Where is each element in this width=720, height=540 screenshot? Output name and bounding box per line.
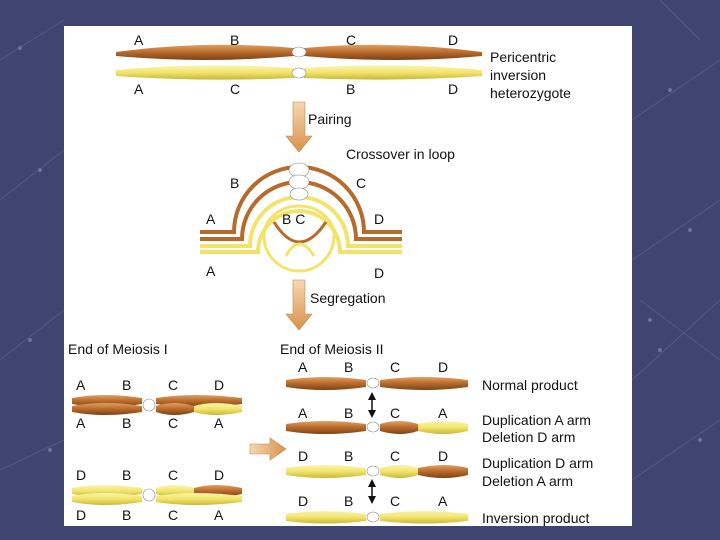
meiosis-ii-locus: C: [390, 448, 400, 464]
product-label: Deletion D arm: [482, 429, 575, 445]
top-yellow-chromosome: [116, 65, 482, 80]
heterozygote-caption: inversion: [490, 67, 546, 83]
meiosis-ii-locus: D: [438, 359, 448, 375]
meiosis-i-locus: A: [76, 377, 86, 393]
meiosis-i-locus: D: [76, 467, 86, 483]
loop-locus: B C: [282, 211, 305, 227]
loop-locus: D: [374, 211, 384, 227]
top-yellow-locus: A: [134, 81, 144, 97]
meiosis-ii-locus: C: [390, 405, 400, 421]
meiosis-ii-locus: D: [438, 448, 448, 464]
sister-split-arrow-icon: [368, 479, 376, 504]
product-label: Inversion product: [482, 510, 590, 526]
meiosis-ii-locus: D: [298, 448, 308, 464]
meiosis-i-locus: A: [214, 507, 224, 523]
meiosis-ii-locus: B: [344, 359, 353, 375]
meiosis-ii-locus: A: [438, 405, 448, 421]
meiosis-i-locus: B: [122, 377, 131, 393]
top-yellow-locus: C: [230, 81, 240, 97]
segregation-arrow-icon: [285, 279, 313, 331]
pericentric-inversion-diagram: A B C D A C B D Pericentric inversion he…: [68, 32, 593, 526]
meiosis-i-pair-1: [72, 395, 242, 415]
meiosis-i-pair-2: [72, 485, 242, 505]
top-brown-centromere: [291, 46, 307, 58]
meiosis-i-locus: B: [122, 467, 131, 483]
product-label: Deletion A arm: [482, 473, 573, 489]
segregation-step-label: Segregation: [310, 290, 386, 306]
loop-locus: B: [230, 175, 239, 191]
top-brown-locus: B: [230, 32, 239, 48]
top-yellow-locus: D: [448, 81, 458, 97]
meiosis-i-locus: A: [214, 415, 224, 431]
meiosis-i-locus: B: [122, 415, 131, 431]
meiosis-i-locus: B: [122, 507, 131, 523]
pairing-step-label: Pairing: [308, 111, 352, 127]
top-brown-locus: C: [346, 32, 356, 48]
top-brown-locus: A: [134, 32, 144, 48]
meiosis-i-title: End of Meiosis I: [68, 341, 168, 357]
loop-locus: C: [356, 175, 366, 191]
meiosis-ii-locus: A: [438, 493, 448, 509]
top-yellow-locus: B: [346, 81, 355, 97]
meiosis-i-locus: C: [168, 377, 178, 393]
heterozygote-caption: Pericentric: [490, 49, 556, 65]
meiosis-ii-locus: D: [298, 493, 308, 509]
meiosis-i-locus: A: [76, 415, 86, 431]
loop-locus: A: [206, 263, 216, 279]
meiosis-ii-locus: C: [390, 359, 400, 375]
heterozygote-caption: heterozygote: [490, 85, 571, 101]
top-yellow-centromere: [291, 67, 307, 79]
product-dup-a-chromosome: [286, 421, 468, 434]
product-dup-d-chromosome: [286, 465, 468, 478]
meiosis-ii-locus: C: [390, 493, 400, 509]
meiosis-i-locus: C: [168, 467, 178, 483]
meiosis-ii-title: End of Meiosis II: [280, 341, 384, 357]
loop-locus: D: [374, 265, 384, 281]
slide-panel: A B C D A C B D Pericentric inversion he…: [64, 26, 632, 526]
product-normal-chromosome: [286, 377, 468, 390]
meiosis-i-locus: C: [168, 415, 178, 431]
meiosis-ii-locus: B: [344, 448, 353, 464]
meiosis-ii-locus: B: [344, 493, 353, 509]
top-brown-chromosome: [116, 44, 482, 60]
meiosis-i-locus: D: [214, 377, 224, 393]
meiosis-ii-locus: B: [344, 405, 353, 421]
sister-split-arrow-icon: [368, 392, 376, 418]
meiosis-i-locus: D: [76, 507, 86, 523]
meiosis-ii-locus: A: [298, 405, 308, 421]
product-inversion-chromosome: [286, 511, 468, 524]
crossover-step-label: Crossover in loop: [346, 146, 455, 162]
meiosis-i-locus: D: [214, 467, 224, 483]
loop-locus: A: [206, 211, 216, 227]
meiosis-transition-arrow-icon: [249, 437, 287, 461]
top-brown-locus: D: [448, 32, 458, 48]
loop-centromeres: [288, 162, 310, 201]
pairing-arrow-icon: [285, 101, 313, 153]
product-label: Normal product: [482, 377, 578, 393]
product-label: Duplication A arm: [482, 412, 591, 428]
meiosis-ii-locus: A: [298, 359, 308, 375]
product-label: Duplication D arm: [482, 455, 593, 471]
meiosis-i-locus: C: [168, 507, 178, 523]
